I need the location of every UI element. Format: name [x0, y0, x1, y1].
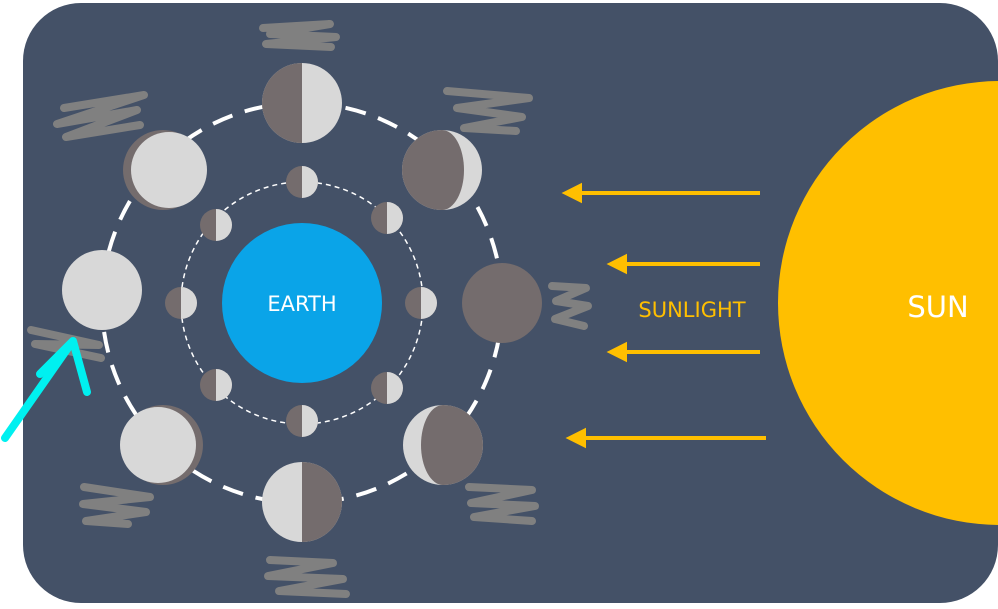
inner-moon — [200, 369, 232, 401]
sunlight-arrow — [565, 427, 766, 449]
outer-moons — [62, 63, 542, 542]
gray-scribble-redaction-icon — [548, 282, 592, 330]
inner-moon — [286, 166, 318, 198]
outer-moon-new — [462, 263, 542, 343]
inner-moon — [165, 287, 197, 319]
sun-group: SUN — [778, 81, 998, 525]
sunlight-label: SUNLIGHT — [638, 298, 745, 322]
sunlight-arrows — [561, 182, 766, 449]
outer-moon-waxing-gibbous — [123, 130, 207, 210]
inner-moons — [165, 166, 437, 437]
outer-moon-full — [62, 250, 142, 330]
sunlight-arrow — [606, 341, 760, 363]
earth-disc — [222, 223, 382, 383]
inner-moon — [286, 405, 318, 437]
sunlight-arrow — [606, 253, 760, 275]
outer-moon-third-quarter — [262, 462, 342, 542]
gray-scribble-redaction-icon — [443, 87, 533, 135]
cyan-pointer-arrow-icon — [1, 337, 91, 442]
outer-moon-first-quarter — [262, 63, 342, 143]
inner-moon — [200, 209, 232, 241]
redaction-scribbles — [27, 20, 592, 598]
gray-scribble-redaction-icon — [264, 556, 350, 598]
sun-label: SUN — [907, 290, 968, 324]
inner-moon — [405, 287, 437, 319]
earth-label: EARTH — [267, 292, 336, 316]
inner-moon — [371, 372, 403, 404]
gray-scribble-redaction-icon — [53, 91, 148, 141]
gray-scribble-redaction-icon — [465, 483, 539, 525]
outer-moon-waning-crescent — [403, 405, 483, 485]
sun-disc — [778, 81, 998, 525]
sunlight-arrow — [561, 182, 760, 204]
gray-scribble-redaction-icon — [259, 20, 340, 51]
outer-moon-waxing-crescent — [402, 130, 482, 210]
gray-scribble-redaction-icon — [79, 483, 154, 528]
outer-moon-waning-gibbous — [120, 405, 203, 485]
inner-moon — [371, 202, 403, 234]
